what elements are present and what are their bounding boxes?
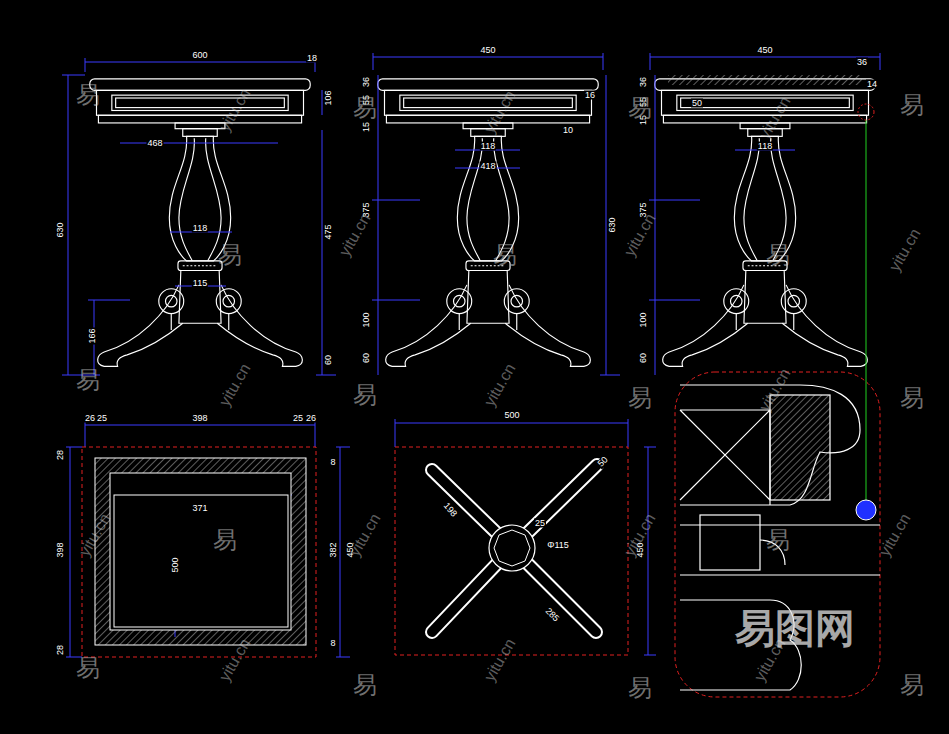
dimension-text: 10: [562, 126, 574, 135]
dimension-text: 100: [362, 311, 371, 328]
watermark-url: yitu.cn: [347, 511, 384, 559]
watermark: 易: [218, 243, 242, 267]
dimension-text: 25: [96, 414, 108, 423]
dimension-text: 630: [608, 216, 617, 233]
watermark-logo: 易图网: [735, 608, 855, 648]
dimension-text: 60: [362, 352, 371, 364]
dimension-text: 600: [191, 51, 208, 60]
dimension-text: 450: [756, 46, 773, 55]
dimension-text: 100: [639, 311, 648, 328]
dimension-text: 14: [866, 80, 878, 89]
watermark: 易: [628, 96, 652, 120]
dimension-text: 8: [329, 458, 336, 467]
watermark: 易: [900, 673, 924, 697]
watermark: 易: [353, 383, 377, 407]
watermark-url: yitu.cn: [757, 94, 794, 142]
dimension-text: 398: [191, 414, 208, 423]
dimension-text: 28: [56, 644, 65, 656]
dimension-text: 450: [479, 46, 496, 55]
watermark-url: yitu.cn: [887, 226, 924, 274]
watermark: 易: [76, 656, 100, 680]
dimension-text: 36: [639, 76, 648, 88]
watermark: 易: [900, 386, 924, 410]
watermark-url: yitu.cn: [622, 211, 659, 259]
watermark: 易: [76, 83, 100, 107]
dimension-text: 15: [362, 121, 371, 133]
dimension-text: 36: [856, 58, 868, 67]
watermark: 易: [766, 528, 790, 552]
watermark: 易: [213, 528, 237, 552]
dimension-text: 382: [329, 541, 338, 558]
dimension-text: 371: [191, 504, 208, 513]
dimension-text: 115: [192, 279, 208, 288]
watermark-url: yitu.cn: [877, 511, 914, 559]
dimension-text: 166: [88, 327, 97, 344]
watermark-url: yitu.cn: [337, 211, 374, 259]
dimension-text: 16: [584, 91, 596, 100]
watermark-url: yitu.cn: [217, 361, 254, 409]
dimension-text: 25: [292, 414, 304, 423]
dimension-text: 500: [503, 411, 520, 420]
watermark: 易: [493, 243, 517, 267]
dimension-text: 118: [480, 142, 496, 151]
dimension-text: 468: [146, 139, 163, 148]
dimension-text: 285: [543, 606, 561, 624]
dimension-text: Φ115: [546, 541, 570, 550]
watermark: 易: [76, 368, 100, 392]
dimension-text: 475: [324, 223, 333, 240]
watermark-url: yitu.cn: [482, 361, 519, 409]
dimension-text: 60: [324, 354, 333, 366]
dimension-text: 630: [56, 221, 65, 238]
watermark: 易: [900, 93, 924, 117]
dimension-text: 418: [479, 162, 496, 171]
watermark: 易: [766, 243, 790, 267]
dimension-text: 118: [192, 224, 208, 233]
watermark: 易: [628, 676, 652, 700]
dimension-text: 25: [534, 519, 546, 528]
watermark: 易: [353, 96, 377, 120]
dimension-text: 36: [362, 76, 371, 88]
dimension-text: 60: [639, 352, 648, 364]
dimension-text: 106: [324, 89, 333, 106]
dimension-text: 398: [56, 541, 65, 558]
dimension-text: 118: [757, 142, 773, 151]
watermark: 易: [628, 386, 652, 410]
watermark-url: yitu.cn: [482, 636, 519, 684]
dimension-text: 18: [306, 54, 318, 63]
dimension-text: 500: [171, 556, 180, 573]
dimension-text: 26: [84, 414, 96, 423]
dimension-text: 26: [305, 414, 317, 423]
dimension-text: 50: [691, 99, 703, 108]
dimension-text: 8: [329, 639, 336, 648]
dimension-text: 28: [56, 449, 65, 461]
watermark: 易: [353, 673, 377, 697]
